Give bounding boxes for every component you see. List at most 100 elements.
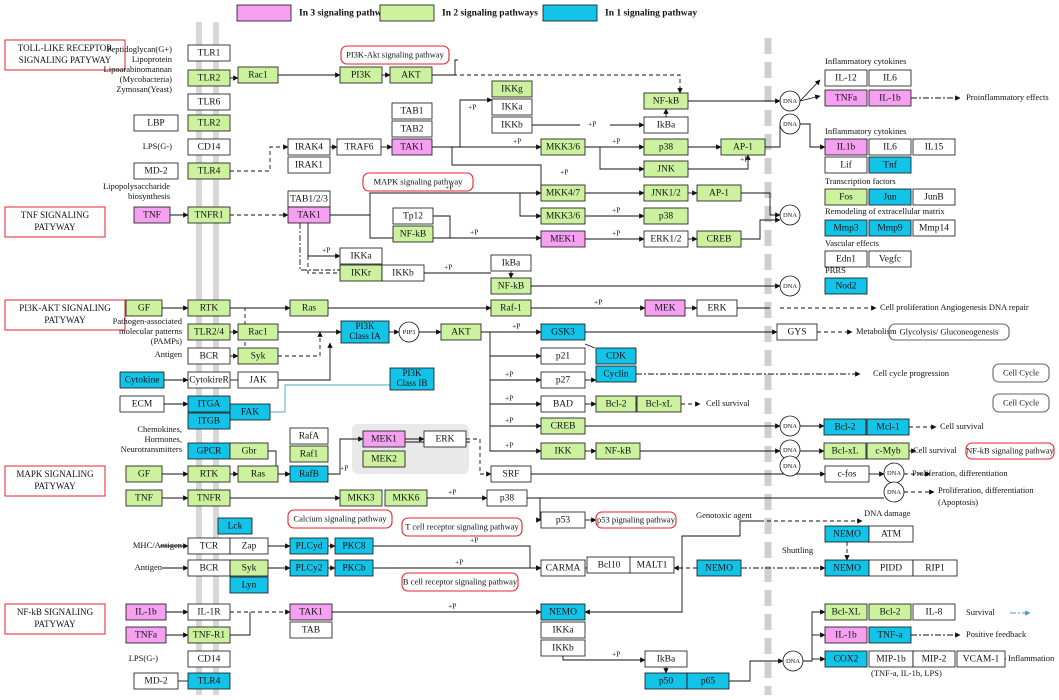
node-atm[interactable]: ATM [868, 525, 914, 543]
node-ikba3[interactable]: IkBa [644, 650, 688, 668]
node-tnfr[interactable]: TNFR [187, 489, 231, 507]
node-tak1b[interactable]: TAK1 [287, 206, 331, 224]
node-cdk[interactable]: CDK [595, 347, 637, 365]
node-malt1[interactable]: MALT1 [629, 556, 675, 574]
node-rtk1[interactable]: RTK [187, 299, 231, 317]
node-cd14b[interactable]: CD14 [187, 650, 231, 668]
node-mkk36a[interactable]: MKK3/6 [540, 138, 586, 156]
node-mek1b[interactable]: MEK1 [362, 430, 406, 448]
node-ikkr[interactable]: IKKr [339, 264, 383, 282]
node-ras2[interactable]: Ras [237, 465, 279, 483]
node-itga[interactable]: ITGA [187, 395, 231, 413]
node-tp12[interactable]: Tp12 [392, 207, 434, 225]
node-raf1b[interactable]: Raf1 [289, 445, 329, 463]
node-mkk47[interactable]: MKK4/7 [540, 184, 586, 202]
node-creb1[interactable]: CREB [696, 230, 742, 248]
node-mmp14[interactable]: Mmp14 [912, 219, 956, 237]
node-nemo3[interactable]: NEMO [824, 559, 870, 577]
node-aktb[interactable]: AKT [440, 323, 482, 341]
node-lck[interactable]: Lck [217, 517, 253, 535]
node-tlr2a[interactable]: TLR2 [187, 69, 231, 87]
node-ikka1[interactable]: IKKa [491, 98, 533, 116]
node-tlr4b[interactable]: TLR4 [187, 672, 231, 690]
node-carma[interactable]: CARMA [540, 559, 586, 577]
node-p65[interactable]: p65 [686, 672, 730, 690]
node-nfkb1[interactable]: NF-kB [643, 92, 689, 110]
node-lyn[interactable]: Lyn [229, 576, 269, 594]
node-nemo1[interactable]: NEMO [824, 525, 870, 543]
node-junb[interactable]: JunB [912, 188, 956, 206]
node-ikka2[interactable]: IKKa [339, 247, 383, 265]
node-nod2[interactable]: Nod2 [824, 277, 868, 295]
node-tnfa1[interactable]: TNFa [824, 89, 868, 107]
node-p53[interactable]: p53 [540, 511, 586, 529]
node-p38a[interactable]: p38 [643, 138, 689, 156]
node-cfos[interactable]: c-fos [824, 465, 870, 483]
node-tak1c[interactable]: TAK1 [289, 603, 333, 621]
node-bcl2a[interactable]: Bcl-2 [595, 395, 637, 413]
node-bcr1[interactable]: BCR [187, 347, 231, 365]
node-fos[interactable]: Fos [824, 188, 868, 206]
node-mmp9[interactable]: Mmp9 [868, 219, 912, 237]
node-pkcb[interactable]: PKCb [334, 559, 374, 577]
node-tnfa2[interactable]: TNFa [125, 626, 167, 644]
node-jnk12[interactable]: JNK1/2 [643, 184, 689, 202]
node-gbr[interactable]: Gbr [229, 442, 269, 460]
node-pi3ka[interactable]: PI3K [339, 66, 383, 84]
node-bclxl2[interactable]: Bcl-XL [824, 603, 868, 621]
node-tcr[interactable]: TCR [187, 537, 231, 555]
node-irak4[interactable]: IRAK4 [287, 138, 331, 156]
node-cmyb[interactable]: c-Myb [866, 442, 910, 460]
node-ikba1[interactable]: IkBa [643, 116, 689, 134]
node-mkk6[interactable]: MKK6 [384, 489, 428, 507]
node-cd14a[interactable]: CD14 [187, 138, 231, 156]
node-meka[interactable]: MEK [644, 299, 686, 317]
pathway-link-pi3k-akt[interactable]: PI3K-Akt signaling pathway [340, 45, 450, 65]
node-gf2[interactable]: GF [125, 465, 163, 483]
node-lif[interactable]: Lif [824, 156, 868, 174]
node-mip2[interactable]: MIP-2 [912, 650, 956, 668]
node-ikkb2[interactable]: IKKb [381, 264, 425, 282]
node-tnfr1b[interactable]: TNF-R1 [187, 626, 231, 644]
node-ikba2[interactable]: IkBa [490, 254, 532, 272]
node-ikka3[interactable]: IKKa [540, 621, 586, 639]
node-plcyd[interactable]: PLCyd [289, 537, 329, 555]
node-mip1b[interactable]: MIP-1b [868, 650, 914, 668]
node-cyclin[interactable]: Cyclin [595, 365, 637, 383]
node-gys[interactable]: GYS [776, 323, 818, 341]
node-cytokine[interactable]: Cytokine [119, 371, 165, 389]
node-vcam1[interactable]: VCAM-1 [956, 650, 1006, 668]
node-syk1[interactable]: Syk [237, 347, 279, 365]
node-tlr24[interactable]: TLR2/4 [187, 323, 231, 341]
node-itgb[interactable]: ITGB [187, 412, 231, 430]
node-nemo2[interactable]: NEMO [696, 559, 742, 577]
node-bcl2c[interactable]: Bcl-2 [868, 603, 912, 621]
node-pkc8[interactable]: PKC8 [334, 537, 374, 555]
node-nfkb2[interactable]: NF-kB [392, 225, 434, 243]
node-ecm[interactable]: ECM [119, 395, 165, 413]
node-edn1[interactable]: Edn1 [824, 250, 868, 268]
node-lbp[interactable]: LBP [133, 114, 179, 132]
node-md2a[interactable]: MD-2 [133, 162, 179, 180]
node-cox2[interactable]: COX2 [824, 650, 868, 668]
pathway-link-gluco[interactable]: Glycolysis/ Gluconeogenesis [888, 323, 1010, 341]
node-p27[interactable]: p27 [540, 371, 586, 389]
node-tlr1[interactable]: TLR1 [187, 44, 231, 62]
pathway-link-p53[interactable]: p53 pignaling pathway [595, 511, 677, 529]
node-p38b[interactable]: p38 [643, 207, 689, 225]
node-traf6[interactable]: TRAF6 [336, 138, 382, 156]
node-irak1[interactable]: IRAK1 [287, 156, 331, 174]
node-il15[interactable]: IL15 [912, 138, 956, 156]
node-il1b1[interactable]: IL-1b [868, 89, 912, 107]
node-il6a[interactable]: IL6 [868, 69, 912, 87]
node-tlr2b[interactable]: TLR2 [187, 114, 231, 132]
node-p50[interactable]: p50 [644, 672, 688, 690]
node-erk12[interactable]: ERK1/2 [643, 230, 689, 248]
node-tak1a[interactable]: TAK1 [391, 138, 433, 156]
node-p38c[interactable]: p38 [486, 489, 528, 507]
node-jak[interactable]: JAK [237, 371, 279, 389]
node-ap1b[interactable]: AP-1 [696, 184, 742, 202]
node-ikk[interactable]: IKK [540, 442, 586, 460]
node-ras1[interactable]: Ras [289, 299, 329, 317]
